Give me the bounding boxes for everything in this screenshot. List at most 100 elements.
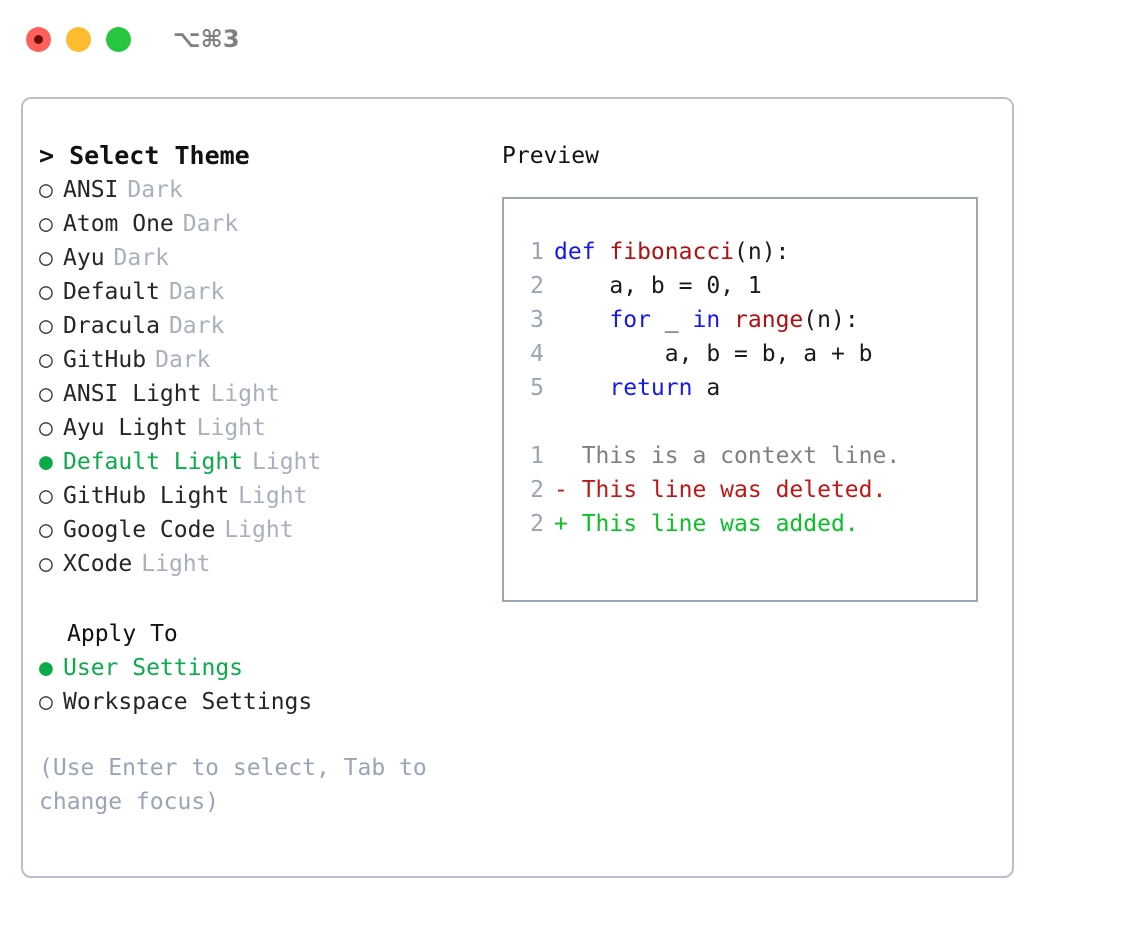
theme-list-item-atom-one-dark[interactable]: ○ Atom One Dark: [39, 207, 479, 241]
theme-list-item-github-light[interactable]: ○ GitHub Light Light: [39, 479, 479, 513]
code-content: for _ in range(n):: [554, 303, 859, 337]
code-line: 3 for _ in range(n):: [518, 303, 976, 337]
apply-to-option-workspace-settings[interactable]: ○ Workspace Settings: [39, 685, 479, 719]
radio-icon[interactable]: ○: [39, 483, 53, 509]
theme-category: Light: [196, 415, 266, 441]
theme-category: Dark: [127, 177, 183, 203]
theme-name: ANSI: [63, 177, 119, 203]
theme-list: ○ ANSI Dark ○ Atom One Dark ○ Ayu Dark: [39, 173, 479, 581]
theme-name: Ayu: [63, 245, 105, 271]
theme-name: Dracula: [63, 313, 160, 339]
title-bar: ⌥⌘3: [0, 0, 1140, 78]
theme-category: Dark: [168, 313, 225, 339]
code-content: a, b = 0, 1: [554, 269, 762, 303]
theme-category: Dark: [182, 211, 239, 237]
code-token-keyword: return: [609, 375, 693, 401]
theme-category: Light: [252, 449, 322, 475]
theme-list-item-dracula-dark[interactable]: ○ Dracula Dark: [39, 309, 479, 343]
section-spacer: [39, 581, 479, 617]
apply-to-option-user-settings[interactable]: ● User Settings: [39, 651, 479, 685]
close-button[interactable]: [26, 26, 51, 52]
radio-selected-icon[interactable]: ●: [39, 449, 53, 475]
apply-to-heading: Apply To: [67, 621, 178, 647]
minimize-button[interactable]: [66, 26, 91, 52]
code-token-plain: (n):: [734, 239, 790, 265]
theme-category: Light: [210, 381, 280, 407]
apply-to-list: ● User Settings ○ Workspace Settings: [39, 651, 479, 719]
code-token-keyword: for: [609, 307, 651, 333]
theme-list-item-default-dark[interactable]: ○ Default Dark: [39, 275, 479, 309]
code-token-plain: a, b = b, a + b: [554, 341, 873, 367]
diff-line-added: 2 + This line was added.: [518, 507, 976, 541]
theme-list-item-google-code[interactable]: ○ Google Code Light: [39, 513, 479, 547]
code-token-plain: [720, 307, 734, 333]
code-token-keyword: in: [692, 307, 721, 333]
radio-selected-icon[interactable]: ●: [39, 655, 53, 681]
window-controls: [26, 26, 131, 52]
line-number: 2: [530, 477, 544, 503]
diff-marker: [554, 439, 582, 473]
radio-icon[interactable]: ○: [39, 347, 53, 373]
apply-to-label: User Settings: [63, 655, 244, 681]
code-line: 5 return a: [518, 371, 976, 405]
theme-list-item-ayu-dark[interactable]: ○ Ayu Dark: [39, 241, 479, 275]
code-content: a, b = b, a + b: [554, 337, 873, 371]
theme-list-item-github-dark[interactable]: ○ GitHub Dark: [39, 343, 479, 377]
radio-icon[interactable]: ○: [39, 313, 53, 339]
theme-category: Light: [238, 483, 308, 509]
radio-icon[interactable]: ○: [39, 245, 53, 271]
code-spacer: [518, 405, 976, 439]
code-token-plain: (n):: [803, 307, 859, 333]
line-number: 3: [530, 307, 544, 333]
theme-category: Light: [141, 551, 211, 577]
radio-icon[interactable]: ○: [39, 517, 53, 543]
theme-list-item-ansi-light[interactable]: ○ ANSI Light Light: [39, 377, 479, 411]
code-content: def fibonacci(n):: [554, 235, 789, 269]
preview-box: 1 def fibonacci(n): 2 a, b = 0, 1 3 for …: [502, 197, 978, 602]
radio-icon[interactable]: ○: [39, 279, 53, 305]
code-token-function: fibonacci: [609, 239, 735, 265]
code-token-plain: a, b = 0, 1: [554, 273, 762, 299]
diff-marker: -: [554, 477, 582, 503]
theme-name: Ayu Light: [63, 415, 188, 441]
code-content: return a: [554, 371, 720, 405]
code-token-plain: [554, 375, 609, 401]
theme-list-item-xcode[interactable]: ○ XCode Light: [39, 547, 479, 581]
code-line: 2 a, b = 0, 1: [518, 269, 976, 303]
radio-icon[interactable]: ○: [39, 381, 53, 407]
line-number: 4: [530, 341, 544, 367]
code-token-plain: [554, 307, 609, 333]
theme-name: Atom One: [63, 211, 174, 237]
code-line: 4 a, b = b, a + b: [518, 337, 976, 371]
code-token-plain: _: [650, 307, 693, 333]
radio-icon[interactable]: ○: [39, 689, 53, 715]
code-line: 1 def fibonacci(n):: [518, 235, 976, 269]
theme-list-column: > Select Theme ○ ANSI Dark ○ Atom One Da…: [39, 139, 479, 819]
theme-name: GitHub Light: [63, 483, 230, 509]
radio-icon[interactable]: ○: [39, 211, 53, 237]
preview-title: Preview: [502, 143, 599, 169]
shortcut-label: ⌥⌘3: [173, 25, 240, 53]
radio-icon[interactable]: ○: [39, 177, 53, 203]
line-number: 2: [530, 273, 544, 299]
theme-name: XCode: [63, 551, 133, 577]
theme-list-item-default-light[interactable]: ● Default Light Light: [39, 445, 479, 479]
line-number: 2: [530, 511, 544, 537]
radio-icon[interactable]: ○: [39, 415, 53, 441]
radio-icon[interactable]: ○: [39, 551, 53, 577]
code-token-keyword: def: [554, 239, 610, 265]
diff-sample: 1 This is a context line. 2 - This line …: [518, 439, 976, 541]
preview-column: Preview 1 def fibonacci(n): 2 a, b = 0, …: [502, 139, 992, 602]
line-number: 1: [530, 239, 544, 265]
maximize-button[interactable]: [106, 26, 131, 52]
record-indicator-icon: [34, 34, 43, 44]
page-title: > Select Theme: [39, 141, 250, 170]
keyboard-hint-text: (Use Enter to select, Tab to change focu…: [39, 755, 427, 815]
theme-list-item-ansi-dark[interactable]: ○ ANSI Dark: [39, 173, 479, 207]
theme-name: Default: [63, 279, 160, 305]
theme-name: Default Light: [63, 449, 244, 475]
theme-list-item-ayu-light[interactable]: ○ Ayu Light Light: [39, 411, 479, 445]
diff-marker: +: [554, 511, 582, 537]
code-sample: 1 def fibonacci(n): 2 a, b = 0, 1 3 for …: [518, 235, 976, 405]
